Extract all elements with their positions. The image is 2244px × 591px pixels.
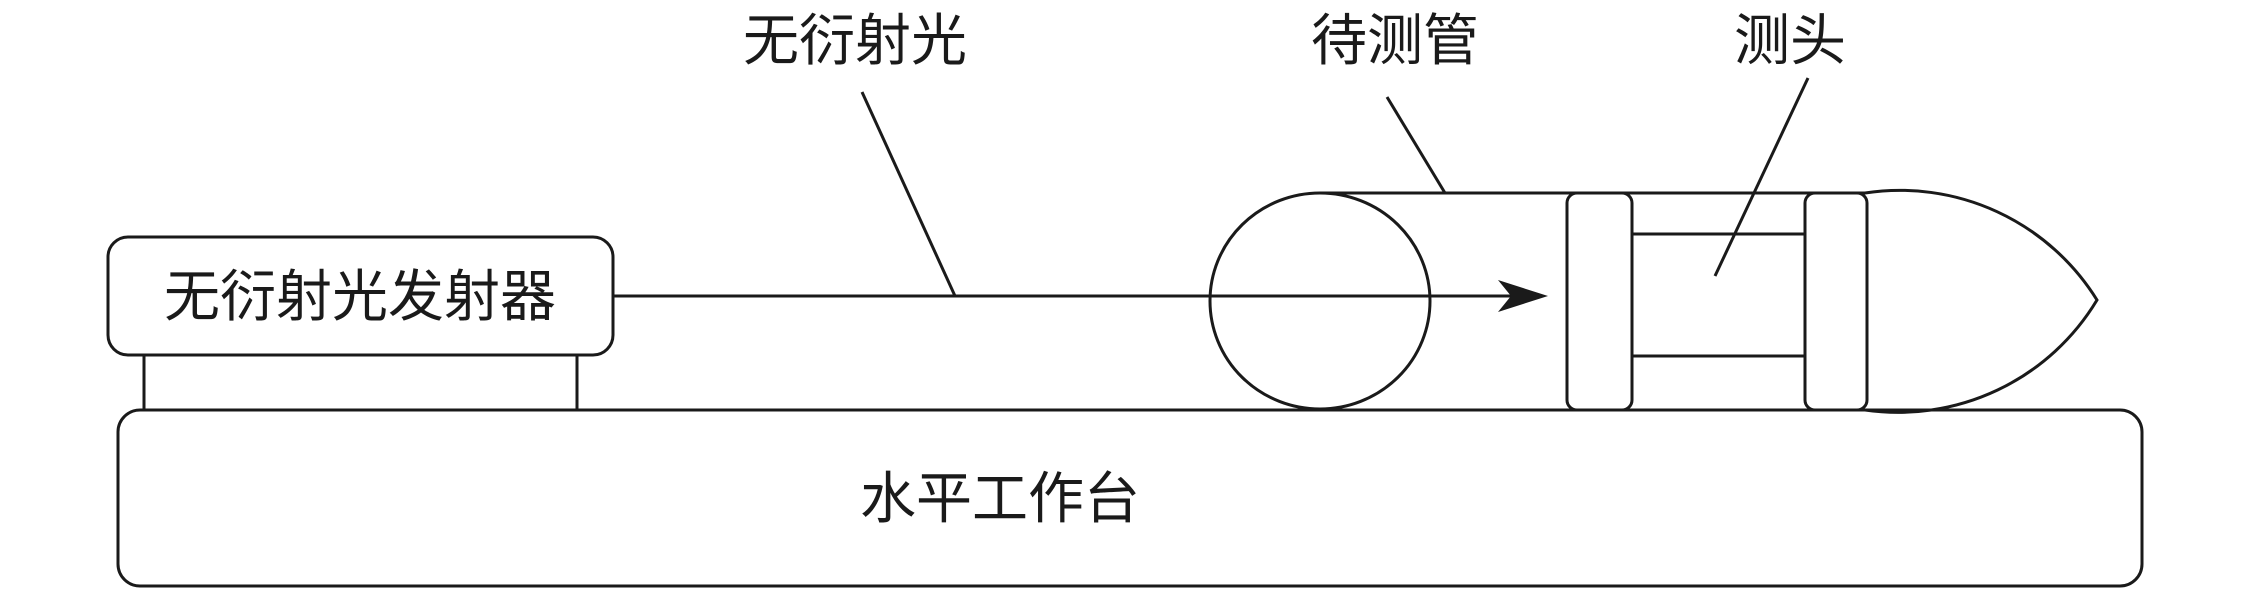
light-label: 无衍射光: [743, 9, 967, 74]
tube-label: 待测管: [1311, 9, 1479, 74]
horizontal-worktable: [116, 408, 2144, 588]
tube-end-circle: [1208, 191, 1432, 411]
probe-right-plate: [1803, 191, 1869, 412]
light-beam-arrowhead: [1498, 280, 1548, 312]
probe-left-plate: [1565, 191, 1634, 412]
tube-leader-line: [1385, 96, 1447, 194]
probe-leader-line: [1713, 77, 1810, 277]
worktable-label: 水平工作台: [860, 467, 1140, 532]
emitter-label: 无衍射光发射器: [164, 265, 556, 330]
probe-label: 测头: [1734, 9, 1846, 74]
tube-body: [1320, 188, 2099, 414]
light-leader-line: [860, 91, 957, 297]
